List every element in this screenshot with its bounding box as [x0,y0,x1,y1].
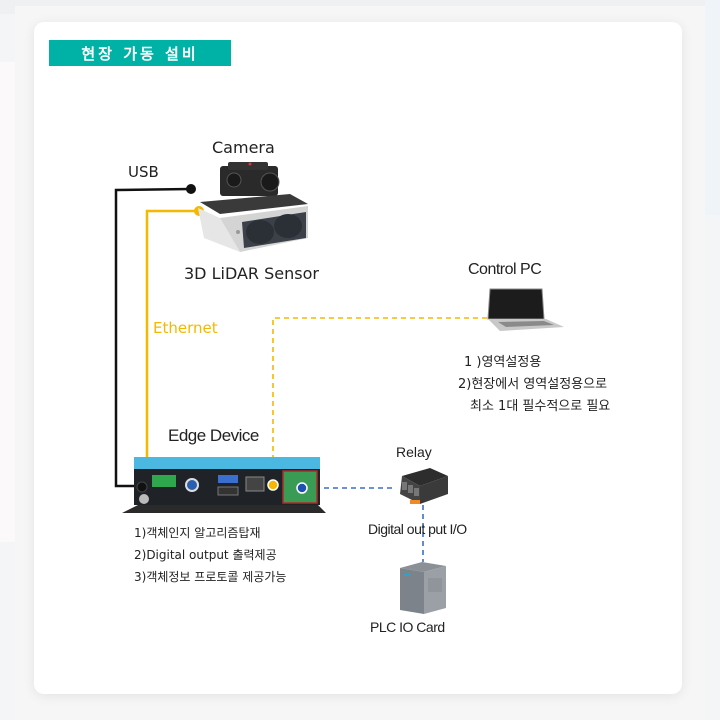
edge-device-note-1: 1)객체인지 알고리즘탑재 [134,526,261,540]
usb-cable [114,187,191,488]
lan-connector-dot [267,479,279,491]
lidar-label: 3D LiDAR Sensor [184,264,319,283]
edge-device-note-2: 2)Digital output 출력제공 [134,548,277,562]
usb-port-dot [136,481,148,493]
ethernet-cable [145,209,199,465]
control-pc-note-1: 1 )영역설정용 [464,355,542,370]
background-right [705,0,720,215]
digital-io-label: Digital out put I/O [368,521,467,537]
usb-port [218,475,238,483]
control-pc-image [487,288,564,331]
section-title: 현장 가동 설비 [49,40,231,66]
power-terminal [152,475,176,487]
laptop-screen [487,288,545,320]
edge-device-note-3: 3)객체정보 프로토콜 제공가능 [134,570,287,584]
plc-image [400,562,446,614]
edge-device-notes: 1)객체인지 알고리즘탑재 2)Digital output 출력제공 3)객체… [134,522,286,588]
camera-label: Camera [212,138,275,157]
edge-device-image [122,457,326,513]
relay-image [400,468,448,504]
relay-label: Relay [396,444,432,460]
usb-connector-dot [186,184,196,194]
lan-port [245,476,265,492]
control-pc-label: Control PC [468,261,542,278]
usb-label: USB [128,163,159,181]
control-pc-note-2: 2)현장에서 영역설정용으로 [458,377,608,392]
diagram-card [34,22,682,694]
ethernet-label: Ethernet [153,319,218,337]
pc-link-cable [272,317,496,478]
plc-label: PLC IO Card [370,619,445,635]
camera-lidar-image [198,162,308,252]
control-pc-notes: 1 )영역설정용 2)현장에서 영역설정용으로 최소 1대 필수적으로 필요 [458,352,610,418]
lidar-body [198,208,240,252]
edge-device-label: Edge Device [168,426,259,445]
io-connector-dot [296,482,308,494]
edge-device-top [134,457,320,469]
control-pc-note-3: 최소 1대 필수적으로 필요 [470,399,611,414]
background-left [0,62,15,542]
